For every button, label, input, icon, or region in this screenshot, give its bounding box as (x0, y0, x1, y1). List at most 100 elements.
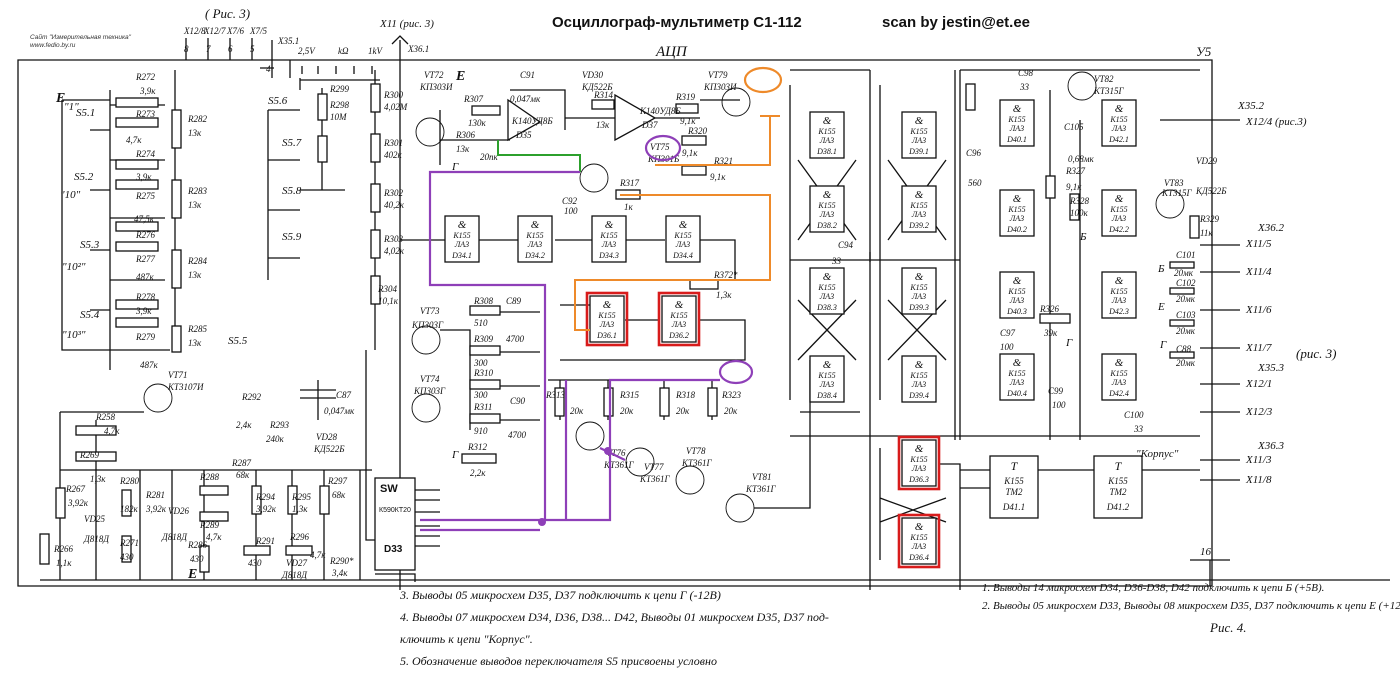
gate-ref: D40.2 (1006, 225, 1027, 234)
block-label: У5 (1196, 44, 1212, 59)
r294-val: 3,92к (255, 504, 277, 514)
gate-series: К155 (909, 201, 927, 210)
r302-val: 40,2к (384, 200, 405, 210)
vt71-ref: VT71 (168, 370, 188, 380)
r301-ref: R301 (383, 138, 403, 148)
note-4: 4. Выводы 07 микросхем D34, D36, D38... … (400, 610, 829, 624)
r278-ref: R278 (135, 292, 155, 302)
switch-s5-4: S5.4 (80, 309, 100, 321)
connector-x11-8: X11/8 (1246, 474, 1272, 486)
r302-ref: R302 (383, 188, 403, 198)
note-1: 1. Выводы 14 микросхем D34, D36-D38, D42… (982, 582, 1325, 594)
r291-val: 430 (248, 558, 262, 568)
r289-val: 4,7к (206, 532, 222, 542)
gate-ref: D40.1 (1006, 135, 1027, 144)
switch-s5-6: S5.6 (268, 95, 288, 107)
r258-val: 4,7к (104, 426, 120, 436)
gate-ref: D42.3 (1108, 307, 1129, 316)
r310-val: 300 (473, 390, 488, 400)
gate-symbol: & (915, 443, 924, 455)
vd26-ref: VD26 (168, 506, 189, 516)
gate-function: ЛА3 (911, 210, 926, 219)
r372-val: 1,3к (716, 290, 732, 300)
r274-val: 3,9к (135, 172, 152, 182)
vd27-type: Д818Д (281, 570, 308, 580)
gate-symbol: & (915, 189, 924, 201)
gate-pair-d36: R372* 1,3к (560, 270, 746, 361)
pin16-label: 16 (1200, 546, 1211, 558)
switch-s5-9: S5.9 (282, 231, 302, 243)
gate-function: ЛА3 (819, 210, 834, 219)
zener-reference: VT71 КТ3107И R258 4,7к R269 1,3к R267 3,… (39, 370, 372, 582)
r276-ref: R276 (135, 230, 155, 240)
gate-symbol: & (915, 115, 924, 127)
gate-ref: D38.3 (816, 303, 837, 312)
gate-ref: D36.1 (596, 331, 617, 340)
gate-function: ЛА3 (1009, 214, 1024, 223)
c94-ref: C94 (838, 240, 854, 250)
gate-ref: D38.1 (816, 147, 837, 156)
r307-ref: R307 (463, 94, 483, 104)
range-mark: "1" (64, 101, 79, 113)
c104-ref: C105 (1064, 122, 1084, 132)
r267-ref: R267 (65, 484, 85, 494)
r300-ref: R300 (383, 90, 403, 100)
gate-function: ЛА3 (454, 240, 469, 249)
connector-x11-6: X11/6 (1246, 304, 1272, 316)
vt77-type: КТ361Г (639, 474, 670, 484)
c97-val: 100 (1000, 342, 1014, 352)
r279-ref: R279 (135, 332, 155, 342)
vt75-ref: VT75 (650, 142, 670, 152)
r326-val: 39к (1043, 328, 1058, 338)
gate-series: К155 (909, 455, 927, 464)
gate-series: К155 (817, 201, 835, 210)
connector-x35-3: X35.3 (1258, 362, 1284, 374)
gate-pair-d36-lower (879, 439, 961, 590)
r301-val: 402к (384, 150, 403, 160)
vd27-ref: VD27 (286, 558, 307, 568)
c103-ref: C88 (1176, 344, 1192, 354)
r314-ref: R314 (593, 90, 613, 100)
switch-bank-left: R272 3,9к R273 4,7к R274 3,9к R275 47,5к… (55, 70, 207, 370)
board-outline (17, 59, 1213, 587)
r285-val: 13к (188, 338, 202, 348)
gate-symbol: & (1013, 103, 1022, 115)
gate-symbol: & (1013, 357, 1022, 369)
vt81-type: КТ361Г (745, 484, 776, 494)
gate-series: К155 (817, 371, 835, 380)
r258-ref: R258 (95, 412, 115, 422)
gate-function: ЛА3 (1009, 296, 1024, 305)
r286-ref: R286 (187, 540, 207, 550)
r299-ref: R299 (329, 84, 349, 94)
gate-ref: D34.2 (524, 251, 545, 260)
r328-ref: R328 (1069, 196, 1089, 206)
gate-ref: D38.4 (816, 391, 837, 400)
site-url: www.fedio.by.ru (30, 42, 76, 49)
r269-val: 1,3к (90, 474, 106, 484)
r320-val: 9,1к (682, 148, 698, 158)
switch-s5-5: S5.5 (228, 335, 248, 347)
net-e-label: E (55, 91, 65, 106)
adc-label: АЦП (656, 44, 687, 60)
gate-function: ЛА3 (1111, 378, 1126, 387)
connector-x11-3: X11/3 (1246, 454, 1272, 466)
vt83-ref: VT83 (1164, 178, 1184, 188)
r319-val: 9,1к (680, 116, 696, 126)
gate-series: К155 (1007, 287, 1025, 296)
gate-ref: D42.1 (1108, 135, 1129, 144)
gate-function: ЛА3 (601, 240, 616, 249)
c91-ref: C91 (520, 70, 535, 80)
gate-series: К155 (597, 311, 615, 320)
net-e-label: E (187, 567, 197, 582)
r284-ref: R284 (187, 256, 207, 266)
connector-x11-5: X11/5 (1246, 238, 1272, 250)
r314-val: 13к (596, 120, 610, 130)
r287-ref: R287 (231, 458, 251, 468)
fig4-label: Рис. 4. (1210, 620, 1247, 635)
r290-val: 3,4к (331, 568, 348, 578)
r275-ref: R275 (135, 191, 155, 201)
r296-val: 4,7к (310, 550, 326, 560)
gate-function: ЛА3 (1009, 124, 1024, 133)
net-b-label: Б (1157, 263, 1165, 275)
gate-function: ЛА3 (911, 380, 926, 389)
